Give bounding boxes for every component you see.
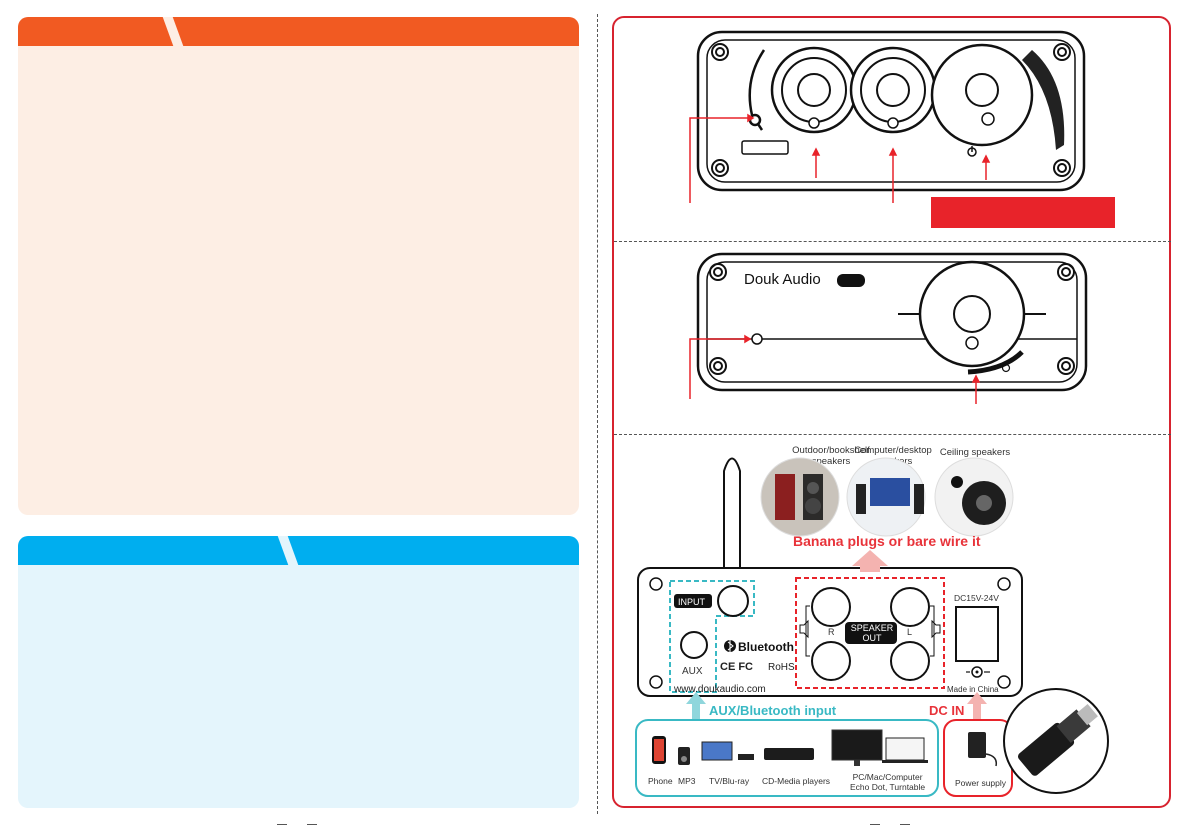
bluetooth-label: Bluetooth (738, 640, 794, 654)
source-mp3-label: MP3 (678, 776, 696, 786)
page-mark-left-b (307, 824, 317, 826)
page-mark-right-b (900, 824, 910, 826)
center-fold-divider (597, 14, 598, 814)
source-tv-label: TV/Blu-ray (709, 776, 750, 786)
banana-plugs-heading: Banana plugs or bare wire it (793, 533, 981, 549)
input-label: INPUT (678, 597, 705, 607)
dc-in-heading: DC IN (929, 703, 965, 718)
dc-spec-label: DC15V-24V (954, 593, 999, 603)
diagram-frame (612, 16, 1171, 808)
speaker-type-3-label: Ceiling speakers (939, 447, 1011, 458)
front-panel-diagram (689, 30, 1086, 203)
blue-content-panel (18, 536, 579, 808)
brand-logo-text: Douk Audio (744, 271, 821, 288)
rear-panel-diagram (635, 457, 1109, 797)
orange-header-bar (18, 17, 579, 46)
section-divider-2 (614, 434, 1171, 435)
left-channel-label: L (907, 627, 913, 637)
source-phone-label: Phone (648, 776, 673, 786)
made-in-label: Made in China (947, 685, 999, 694)
aux-label: AUX (682, 666, 703, 677)
page-mark-right-a (870, 824, 880, 826)
cert-marks: CE FC (720, 661, 753, 673)
website-label: www.doukaudio.com (674, 684, 766, 695)
rohs-label: RoHS (768, 662, 795, 673)
right-channel-label: R (828, 627, 835, 637)
page-mark-left-a (277, 824, 287, 826)
aux-bluetooth-heading: AUX/Bluetooth input (709, 703, 837, 718)
blue-header-bar (18, 536, 579, 565)
red-warning-box (931, 197, 1115, 228)
section-divider-1 (614, 241, 1171, 242)
source-cd-label: CD-Media players (762, 776, 831, 786)
front-panel-alt-diagram (689, 252, 1088, 404)
orange-content-panel (18, 17, 579, 515)
power-supply-label: Power supply (955, 778, 1007, 788)
